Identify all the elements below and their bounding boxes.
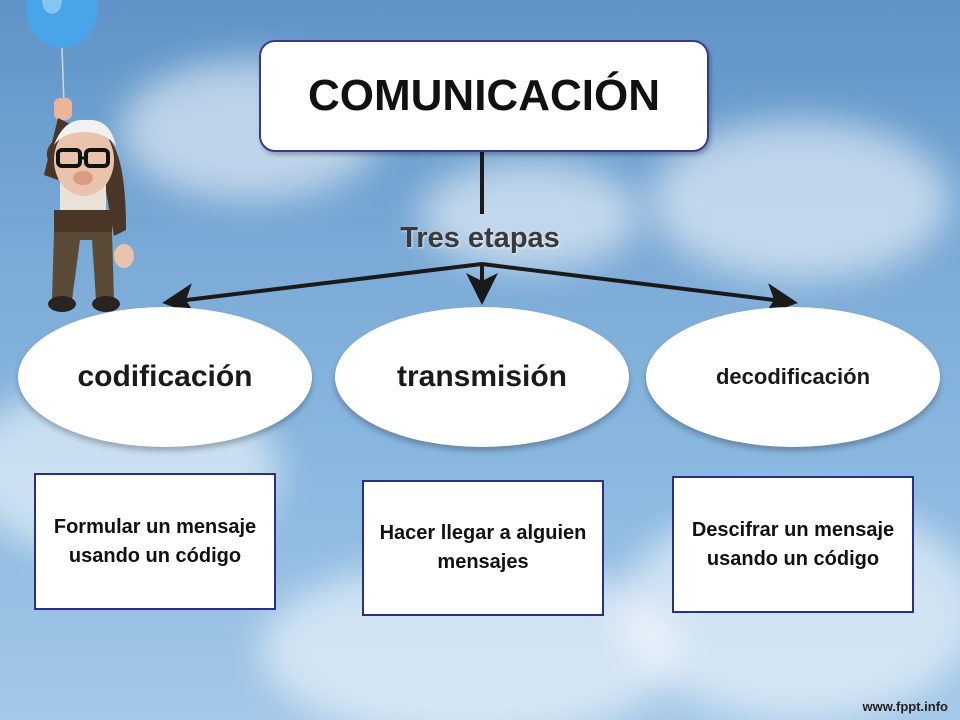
stage-transmision: transmisión — [335, 307, 629, 447]
arrow-to-codificacion — [162, 262, 483, 315]
balloon-man-illustration — [26, 0, 134, 312]
description-box-decodificacion: Descifrar un mensaje usando un código — [672, 476, 914, 613]
description-box-transmision: Hacer llegar a alguien mensajes — [362, 480, 604, 616]
stage-label: codificación — [77, 360, 253, 393]
stage-label: decodificación — [715, 364, 871, 389]
footer-url: www.fppt.info — [862, 699, 948, 714]
title-text: COMUNICACIÓN — [308, 71, 660, 120]
stage-codificacion: codificación — [18, 307, 312, 447]
stage-label: transmisión — [396, 360, 568, 393]
stage-decodificacion: decodificación — [646, 307, 940, 447]
description-text: Hacer llegar a alguien mensajes — [379, 522, 587, 573]
subtitle-text: Tres etapas — [400, 222, 560, 254]
arrow-to-decodificacion — [481, 262, 798, 315]
description-text: Formular un mensaje usando un código — [53, 515, 257, 567]
description-text: Descifrar un mensaje usando un código — [691, 518, 895, 570]
description-box-codificacion: Formular un mensaje usando un código — [34, 473, 276, 610]
title-box: COMUNICACIÓN — [259, 40, 709, 152]
